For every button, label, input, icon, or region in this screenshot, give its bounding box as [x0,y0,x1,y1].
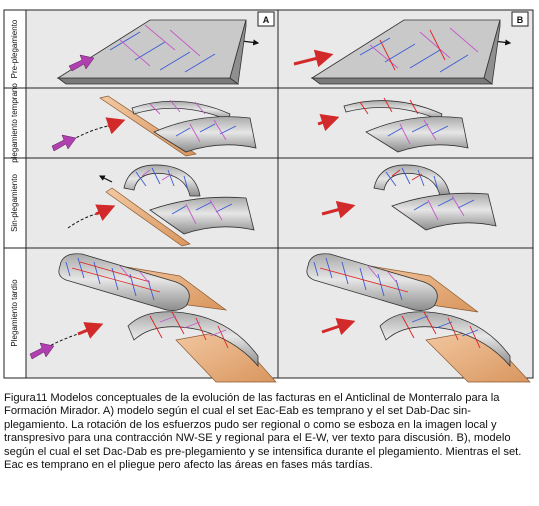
fracture-evolution-figure: Pre-plegamiento plegamiento temprano Sin… [3,9,534,383]
stress-arrow-red-icon [77,322,104,339]
caption-text: Figura11 Modelos conceptuales de la evol… [4,392,522,472]
stress-arrow-purple-icon [29,342,55,360]
row-label-syn-folding: Sin-plegamiento [10,174,19,232]
stress-arrow-red-icon [317,114,340,132]
row-label-pre-folding: Pre-plegamiento [10,19,19,78]
stress-arrow-purple-icon [51,134,77,152]
early-folding-a [99,95,257,157]
pre-folding-slab-a [56,19,247,85]
row-label-late-folding: Plegamiento tardío [10,279,19,347]
stress-arrow-red-icon [293,49,334,68]
panel-b-letter: B [517,15,524,25]
stress-arrow-red-icon [321,318,356,336]
pre-folding-slab-b [310,19,501,85]
row-label-early-folding: plegamiento temprano [10,83,19,163]
stress-arrow-red-icon [321,201,356,219]
late-folding-a [58,253,277,383]
stress-arrow-purple-icon [68,54,95,72]
stress-arrow-red-icon [105,117,126,135]
syn-folding-a [105,164,255,247]
stress-path-dashed [67,213,97,229]
stress-path-dashed [41,333,79,351]
figure-caption: Figura11 Modelos conceptuales de la evol… [4,392,534,472]
stress-path-dashed [71,125,109,141]
late-folding-b [306,253,531,383]
panel-a-letter: A [263,15,270,25]
stress-direction-icon [98,175,113,183]
fault-plane-tan [105,187,191,247]
syn-folding-b [373,164,497,231]
early-folding-b [343,97,469,153]
stress-arrow-red-icon [95,204,116,222]
panel-a-letter-box [257,11,275,27]
panel-b-letter-box [511,11,529,27]
